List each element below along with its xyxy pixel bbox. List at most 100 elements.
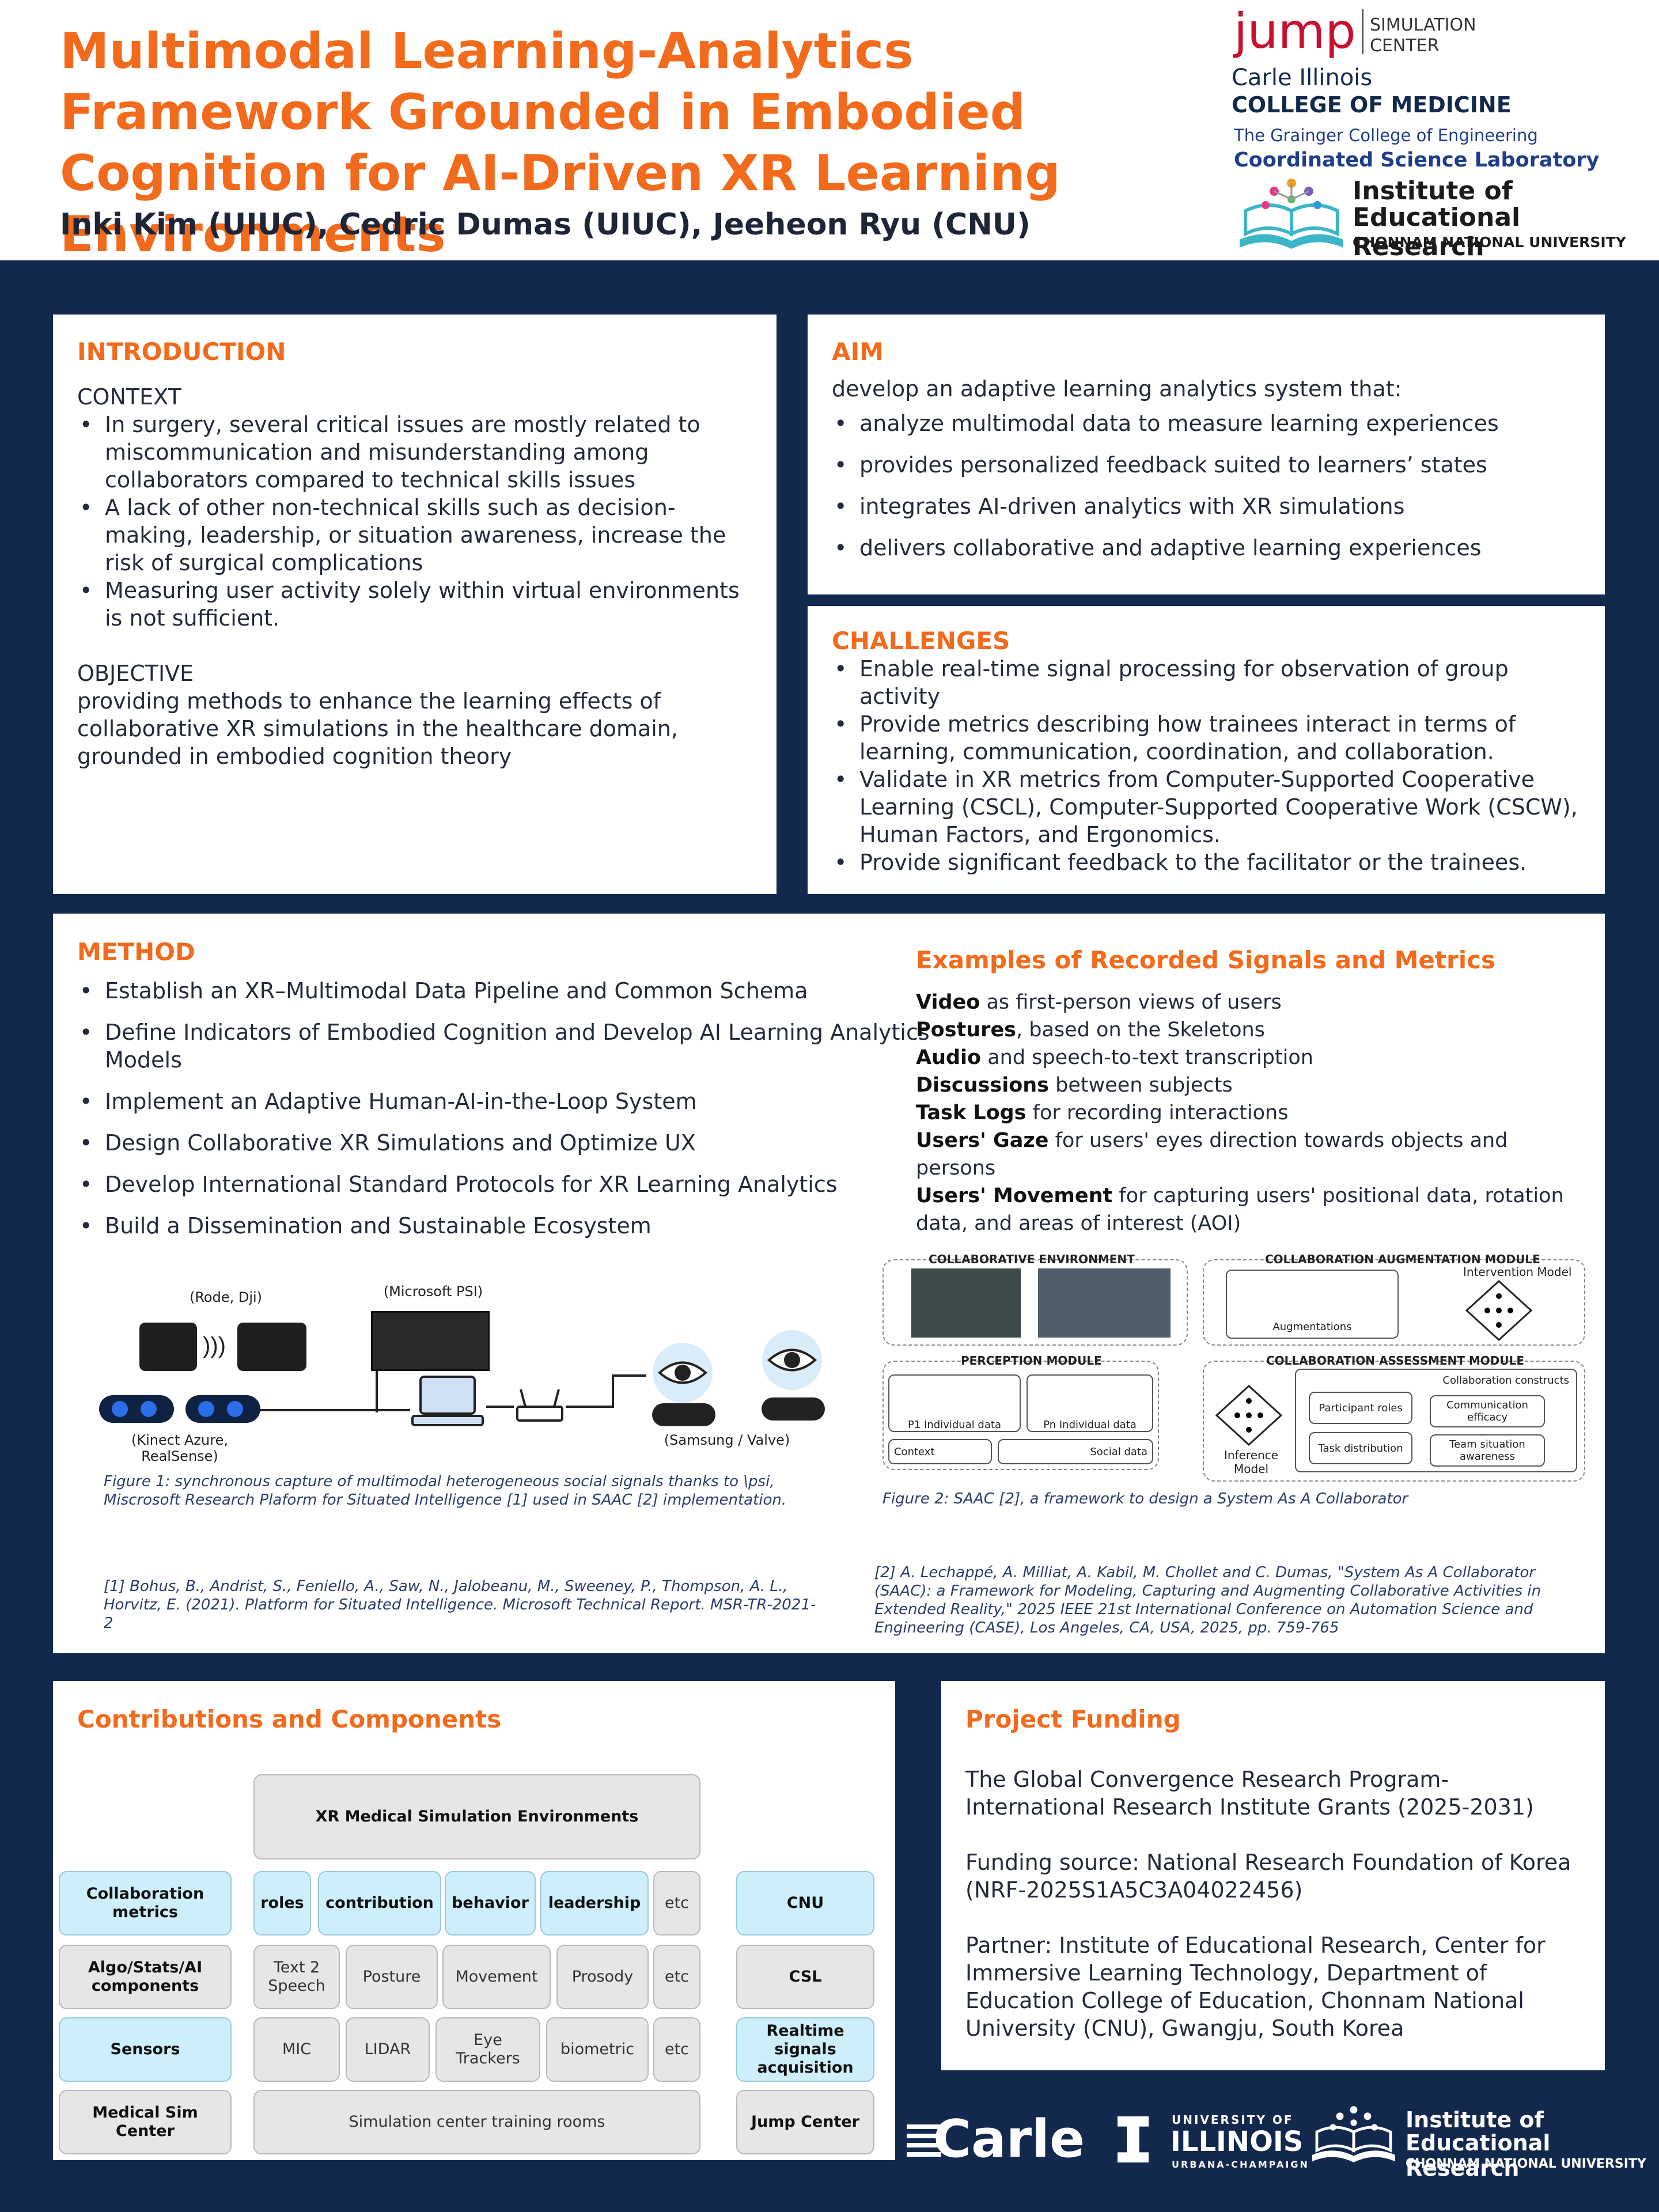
augmentations-box: Augmentations <box>1226 1270 1399 1339</box>
aim-heading: AIM <box>832 338 884 366</box>
psi-screen-icon <box>371 1311 490 1371</box>
poster-title: Multimodal Learning-Analytics Framework … <box>60 22 1060 263</box>
ier-logo-footer: Institute of Educational Research CHONNA… <box>1308 2099 1653 2181</box>
context-list: In surgery, several critical issues are … <box>77 411 752 632</box>
objective-label: OBJECTIVE <box>77 661 194 686</box>
objective-text: providing methods to enhance the learnin… <box>77 688 678 769</box>
funding-partner: Partner: Institute of Educational Resear… <box>965 1933 1546 2041</box>
list-item: integrates AI-driven analytics with XR s… <box>832 486 1581 527</box>
connection-line <box>486 1406 514 1408</box>
p1-label: P1 Individual data <box>908 1419 1001 1431</box>
list-item: Build a Dissemination and Sustainable Ec… <box>77 1212 953 1240</box>
illinois-i-icon <box>1118 2116 1149 2162</box>
carle-illinois-logo: Carle Illinois <box>1232 65 1373 91</box>
collaboration-metrics-box: Collaboration metrics <box>59 1871 232 1936</box>
component-etc: etc <box>653 1945 700 2009</box>
book-tree-icon <box>1312 2106 1395 2162</box>
context-label: CONTEXT <box>77 384 181 410</box>
connection-line <box>566 1406 612 1408</box>
illinois-logo: UNIVERSITY OF ILLINOIS URBANA-CHAMPAIGN <box>1118 2108 1325 2172</box>
inference-label: Inference Model <box>1224 1448 1278 1476</box>
label-rode: (Rode, Dji) <box>189 1289 263 1305</box>
metric-leadership: leadership <box>540 1871 649 1936</box>
carle-logo: Carle <box>907 2108 1114 2172</box>
poster-header: Multimodal Learning-Analytics Framework … <box>0 0 1659 263</box>
metric-behavior: behavior <box>445 1871 536 1936</box>
perception-box <box>882 1361 1159 1470</box>
collab-env-title: COLLABORATIVE ENVIRONMENT <box>929 1252 1135 1266</box>
list-item: Implement an Adaptive Human-AI-in-the-Lo… <box>77 1088 953 1115</box>
challenges-heading: CHALLENGES <box>832 627 1010 655</box>
social-data-box: Social data <box>998 1439 1153 1464</box>
sensor-lidar: LIDAR <box>346 2017 430 2082</box>
augmentations-label: Augmentations <box>1272 1321 1352 1333</box>
pn-data-box: Pn Individual data <box>1027 1374 1153 1432</box>
pn-label: Pn Individual data <box>1043 1419 1137 1431</box>
footer-logos: Carle UNIVERSITY OF ILLINOIS URBANA-CHAM… <box>899 2091 1659 2195</box>
csl-box: CSL <box>736 1945 874 2009</box>
label-kinect: (Kinect Azure, RealSense) <box>131 1432 228 1464</box>
contributions-heading: Contributions and Components <box>77 1705 502 1733</box>
social-label: Social data <box>1090 1445 1147 1458</box>
ier-line2: Educational Research <box>1353 203 1521 262</box>
carle-stripes-icon <box>907 2124 941 2157</box>
college-of-medicine-label: COLLEGE OF MEDICINE <box>1232 92 1512 118</box>
task-label: Task distribution <box>1318 1442 1403 1455</box>
sensor-etc: etc <box>653 2017 700 2082</box>
signal-item: Postures, based on the Skeletons <box>916 1018 1265 1041</box>
label-psi: (Microsoft PSI) <box>383 1283 483 1300</box>
vr-headset-icon <box>652 1403 715 1426</box>
intervention-model-icon <box>1465 1279 1533 1342</box>
assessment-box <box>1203 1361 1585 1482</box>
aim-panel: AIM develop an adaptive learning analyti… <box>808 315 1605 594</box>
xr-environments-box: XR Medical Simulation Environments <box>253 1774 700 1859</box>
funding-heading: Project Funding <box>965 1705 1181 1733</box>
perception-title: PERCEPTION MODULE <box>961 1354 1102 1368</box>
jump-sub2: CENTER <box>1370 36 1440 56</box>
realtime-signals-box: Realtime signals acquisition <box>736 2017 874 2082</box>
sensor-eye-trackers: Eye Trackers <box>435 2017 540 2082</box>
connection-line <box>612 1374 646 1377</box>
list-item: In surgery, several critical issues are … <box>77 411 752 494</box>
roles-label: Participant roles <box>1319 1402 1403 1414</box>
sensor-biometric: biometric <box>546 2017 649 2082</box>
figure-1: (Rode, Dji) (Microsoft PSI) ))) (Kinect … <box>99 1259 929 1513</box>
introduction-panel: INTRODUCTION CONTEXT In surgery, several… <box>53 315 777 894</box>
aim-list: analyze multimodal data to measure learn… <box>832 403 1581 569</box>
funding-program: The Global Convergence Research Program-… <box>965 1767 1534 1820</box>
eye-tracker-icon <box>653 1343 713 1403</box>
microphone-receiver-icon <box>139 1323 197 1371</box>
funding-source: Funding source: National Research Founda… <box>965 1850 1571 1903</box>
context-label: Context <box>894 1445 935 1458</box>
signal-item: Discussions between subjects <box>916 1074 1233 1097</box>
carle-wordmark: Carle <box>933 2109 1085 2169</box>
list-item: Enable real-time signal processing for o… <box>832 655 1581 710</box>
video-frame <box>1038 1268 1171 1338</box>
list-item: analyze multimodal data to measure learn… <box>832 403 1581 444</box>
list-item: delivers collaborative and adaptive lear… <box>832 527 1581 569</box>
ier-footer-line1: Institute of <box>1406 2107 1544 2133</box>
list-item: Provide significant feedback to the faci… <box>832 849 1581 876</box>
list-item: Establish an XR–Multimodal Data Pipeline… <box>77 977 953 1005</box>
list-item: Define Indicators of Embodied Cognition … <box>77 1018 953 1074</box>
ier-footer-line3: CHONNAM NATIONAL UNIVERSITY <box>1406 2157 1646 2171</box>
label-samsung: (Samsung / Valve) <box>664 1432 790 1448</box>
challenges-panel: CHALLENGES Enable real-time signal proce… <box>808 606 1605 894</box>
jump-sub1: SIMULATION <box>1370 15 1476 35</box>
aim-lead: develop an adaptive learning analytics s… <box>832 376 1402 402</box>
list-item: provides personalized feedback suited to… <box>832 444 1581 486</box>
illinois-line2: ILLINOIS <box>1171 2126 1304 2158</box>
component-text2speech: Text 2 Speech <box>253 1945 340 2009</box>
component-posture: Posture <box>346 1945 438 2009</box>
grainger-label: The Grainger College of Engineering <box>1234 126 1538 145</box>
ier-line3: CHONNAM NATIONAL UNIVERSITY <box>1353 234 1626 251</box>
challenges-list: Enable real-time signal processing for o… <box>832 655 1581 876</box>
connection-line <box>376 1371 378 1412</box>
comm-box: Communication efficacy <box>1430 1395 1545 1427</box>
eye-tracker-icon <box>762 1330 822 1390</box>
csl-label: Coordinated Science Laboratory <box>1234 149 1600 172</box>
ier-logo-top: Institute of Educational Research CHONNA… <box>1234 176 1649 262</box>
list-item: Develop International Standard Protocols… <box>77 1171 953 1198</box>
method-panel: METHOD Establish an XR–Multimodal Data P… <box>53 914 1605 1653</box>
method-list: Establish an XR–Multimodal Data Pipeline… <box>77 977 953 1240</box>
